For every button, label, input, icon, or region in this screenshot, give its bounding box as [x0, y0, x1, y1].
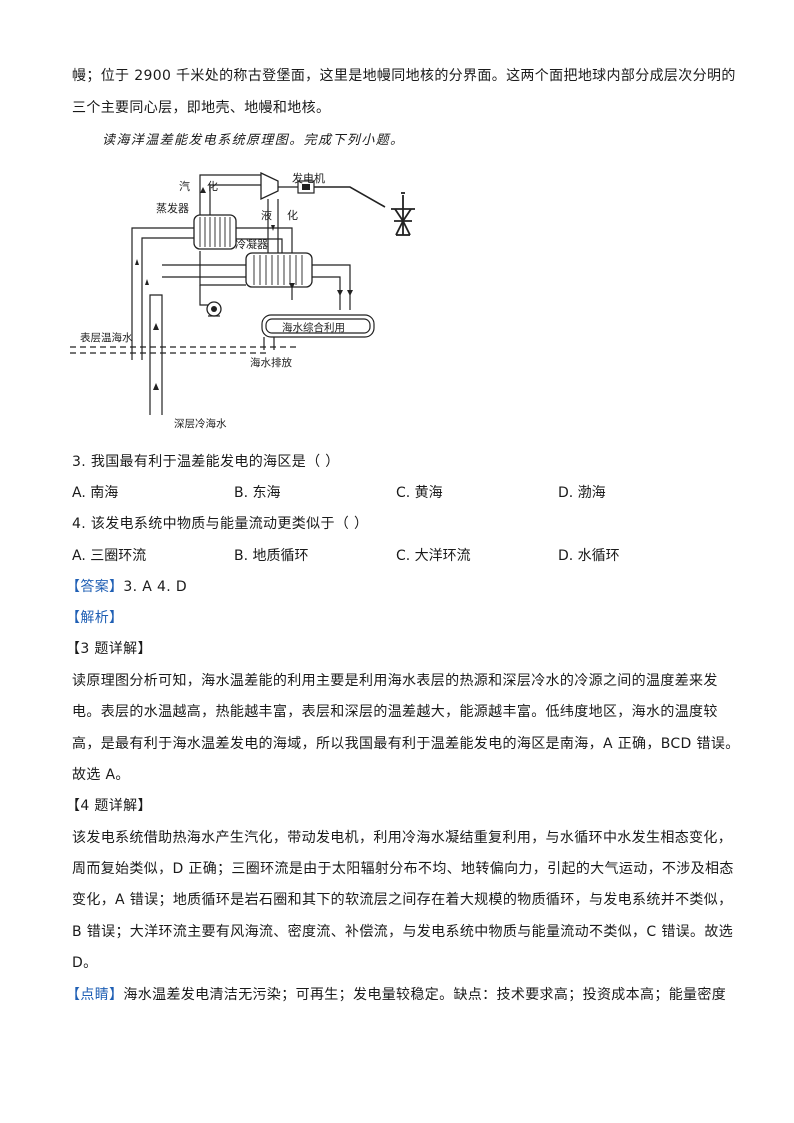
pump-icon	[206, 301, 222, 317]
condenser-unit	[245, 252, 313, 288]
q3-line-4: 故选 A。	[72, 767, 130, 783]
answer-tag: 【答案】	[66, 579, 124, 595]
note-text: 海水温差发电清洁无污染；可再生；发电量较稳定。缺点：技术要求高；投资成本高；能量…	[123, 987, 727, 1003]
q3-line-3: 高，是最有利于海水温差发电的海域，所以我国最有利于温差能发电的海区是南海，A 正…	[72, 736, 740, 752]
q3-line-1: 读原理图分析可知，海水温差能的利用主要是利用海水表层的热源和深层冷水的冷源之间的…	[72, 673, 718, 689]
question-4-option-d: D. 水循环	[558, 548, 620, 564]
label-utilization: 海水综合利用	[282, 321, 345, 334]
question-4-stem: 4. 该发电系统中物质与能量流动更类似于（ ）	[72, 516, 369, 532]
arrow-icon	[200, 187, 206, 193]
note-tag: 【点睛】	[66, 987, 124, 1003]
otec-diagram: 汽 化 蒸发器 发电机 液 化 冷凝器 表层温海水 海水综合利用 海水排放 深层…	[70, 171, 415, 430]
question-3-option-d: D. 渤海	[558, 485, 606, 501]
q4-line-1: 该发电系统借助热海水产生汽化，带动发电机，利用冷海水凝结重复利用，与水循环中水发…	[72, 830, 733, 846]
question-3-option-b: B. 东海	[234, 485, 281, 501]
question-4-option-c: C. 大洋环流	[396, 548, 471, 564]
intro-line-1: 幔；位于 2900 千米处的称古登堡面，这里是地幔同地核的分界面。这两个面把地球…	[72, 68, 736, 84]
evaporator-unit	[193, 214, 237, 250]
question-3-option-a: A. 南海	[72, 485, 119, 501]
q4-line-2: 周而复始类似，D 正确；三圈环流是由于太阳辐射分布不均、地转偏向力，引起的大气运…	[72, 861, 734, 877]
turbine-icon	[260, 171, 279, 201]
q4-line-3: 变化，A 错误；地质循环是岩石圈和其下的软流层之间存在着大规模的物质循环，与发电…	[72, 892, 733, 908]
question-4-option-a: A. 三圈环流	[72, 548, 147, 564]
q4-heading: 【4 题详解】	[66, 798, 152, 814]
q3-heading: 【3 题详解】	[66, 641, 152, 657]
question-3-stem: 3. 我国最有利于温差能发电的海区是（ ）	[72, 454, 340, 470]
label-steam-left: 汽	[179, 179, 190, 193]
question-3-option-c: C. 黄海	[396, 485, 443, 501]
label-liquid-left: 液	[261, 208, 272, 222]
note-line: 【点睛】海水温差发电清洁无污染；可再生；发电量较稳定。缺点：技术要求高；投资成本…	[66, 985, 726, 1005]
label-surface-water: 表层温海水	[80, 331, 133, 344]
label-steam-right: 化	[207, 179, 218, 193]
generator-icon	[278, 180, 315, 194]
intro-line-2: 三个主要同心层，即地壳、地幔和地核。	[72, 100, 331, 116]
answer-line: 【答案】3. A 4. D	[66, 577, 187, 597]
label-liquid-right: 化	[287, 208, 298, 222]
q4-line-4: B 错误；大洋环流主要有风海流、密度流、补偿流，与发电系统中物质与能量流动不类似…	[72, 924, 734, 940]
label-deep-water: 深层冷海水	[174, 417, 227, 430]
question-4-option-b: B. 地质循环	[234, 548, 309, 564]
q4-line-5: D。	[72, 955, 98, 971]
answer-text: 3. A 4. D	[123, 579, 187, 595]
label-evaporator: 蒸发器	[156, 201, 189, 215]
label-generator: 发电机	[292, 171, 325, 185]
power-tower-icon	[391, 192, 415, 236]
figure-caption: 读海洋温差能发电系统原理图。完成下列小题。	[102, 133, 405, 148]
analysis-tag: 【解析】	[66, 610, 124, 626]
label-condenser: 冷凝器	[235, 237, 268, 251]
label-discharge: 海水排放	[250, 356, 292, 369]
q3-line-2: 电。表层的水温越高，热能越丰富，表层和深层的温差越大，能源越丰富。低纬度地区，海…	[72, 704, 718, 720]
